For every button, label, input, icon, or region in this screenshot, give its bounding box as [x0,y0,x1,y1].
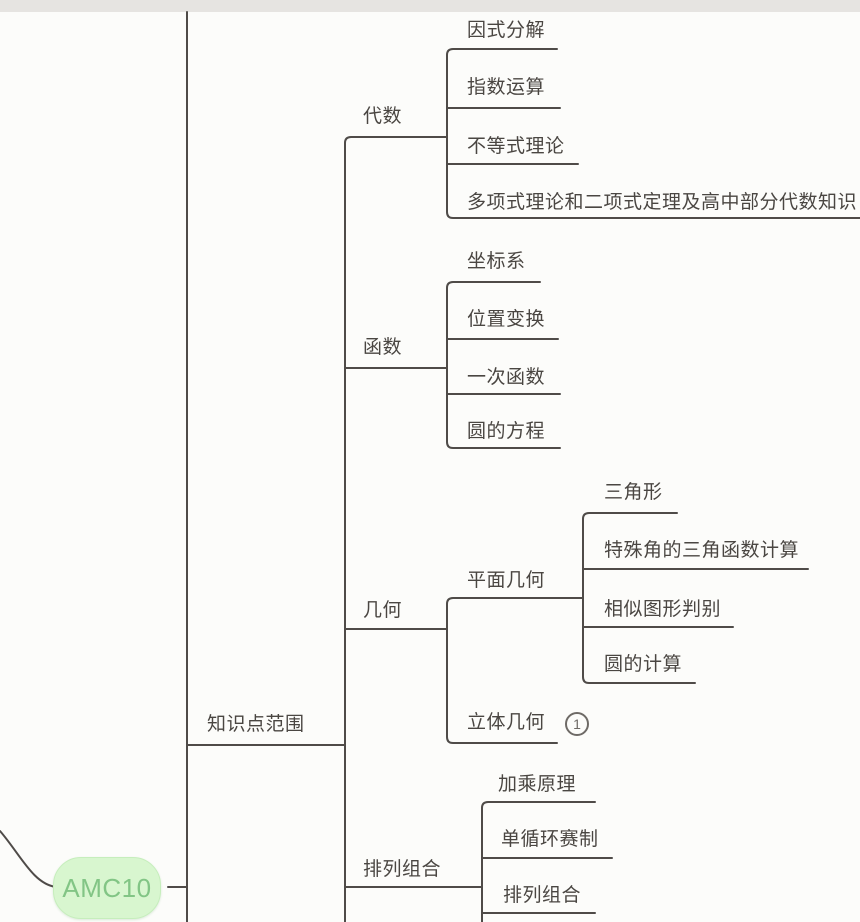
node-knowledge-scope[interactable]: 知识点范围 [207,714,305,735]
node-linear-function[interactable]: 一次函数 [467,367,546,388]
spine-functions-children [446,281,561,449]
edge-offscreen-curve [0,830,57,888]
node-coordinate-system[interactable]: 坐标系 [467,251,526,272]
top-gray-bar [0,0,860,12]
node-exponent-operations[interactable]: 指数运算 [467,77,546,98]
node-position-transform[interactable]: 位置变换 [467,309,546,330]
spine-combinatorics-children [481,801,596,922]
node-triangle[interactable]: 三角形 [604,482,663,503]
priority-1-badge-number: 1 [573,716,581,732]
node-amc10-label: AMC10 [62,872,152,903]
spine-scope-children [344,136,448,922]
node-amc10[interactable]: AMC10 [53,857,161,919]
node-functions[interactable]: 函数 [363,337,403,358]
node-solid-geometry[interactable]: 立体几何 [467,712,546,733]
node-geometry[interactable]: 几何 [363,600,403,621]
node-similar-figures[interactable]: 相似图形判别 [604,599,722,620]
spine-algebra-children [446,48,860,219]
spine-geometry-children [446,597,584,744]
node-factorization[interactable]: 因式分解 [467,20,546,41]
spine-plane-geometry-children [582,512,696,684]
node-combinatorics[interactable]: 排列组合 [363,859,442,880]
node-special-angle-trig[interactable]: 特殊角的三角函数计算 [604,540,800,561]
node-circle-equation[interactable]: 圆的方程 [467,421,546,442]
priority-1-badge-icon[interactable]: 1 [565,712,589,736]
node-circle-calculation[interactable]: 圆的计算 [604,654,683,675]
node-inequality-theory[interactable]: 不等式理论 [467,136,565,157]
node-permutation-combination[interactable]: 排列组合 [503,885,582,906]
node-polynomial-binomial[interactable]: 多项式理论和二项式定理及高中部分代数知识 [467,192,858,213]
node-round-robin[interactable]: 单循环赛制 [501,829,599,850]
node-plane-geometry[interactable]: 平面几何 [467,570,546,591]
node-algebra[interactable]: 代数 [363,106,403,127]
node-addition-multiplication-principle[interactable]: 加乘原理 [498,774,577,795]
